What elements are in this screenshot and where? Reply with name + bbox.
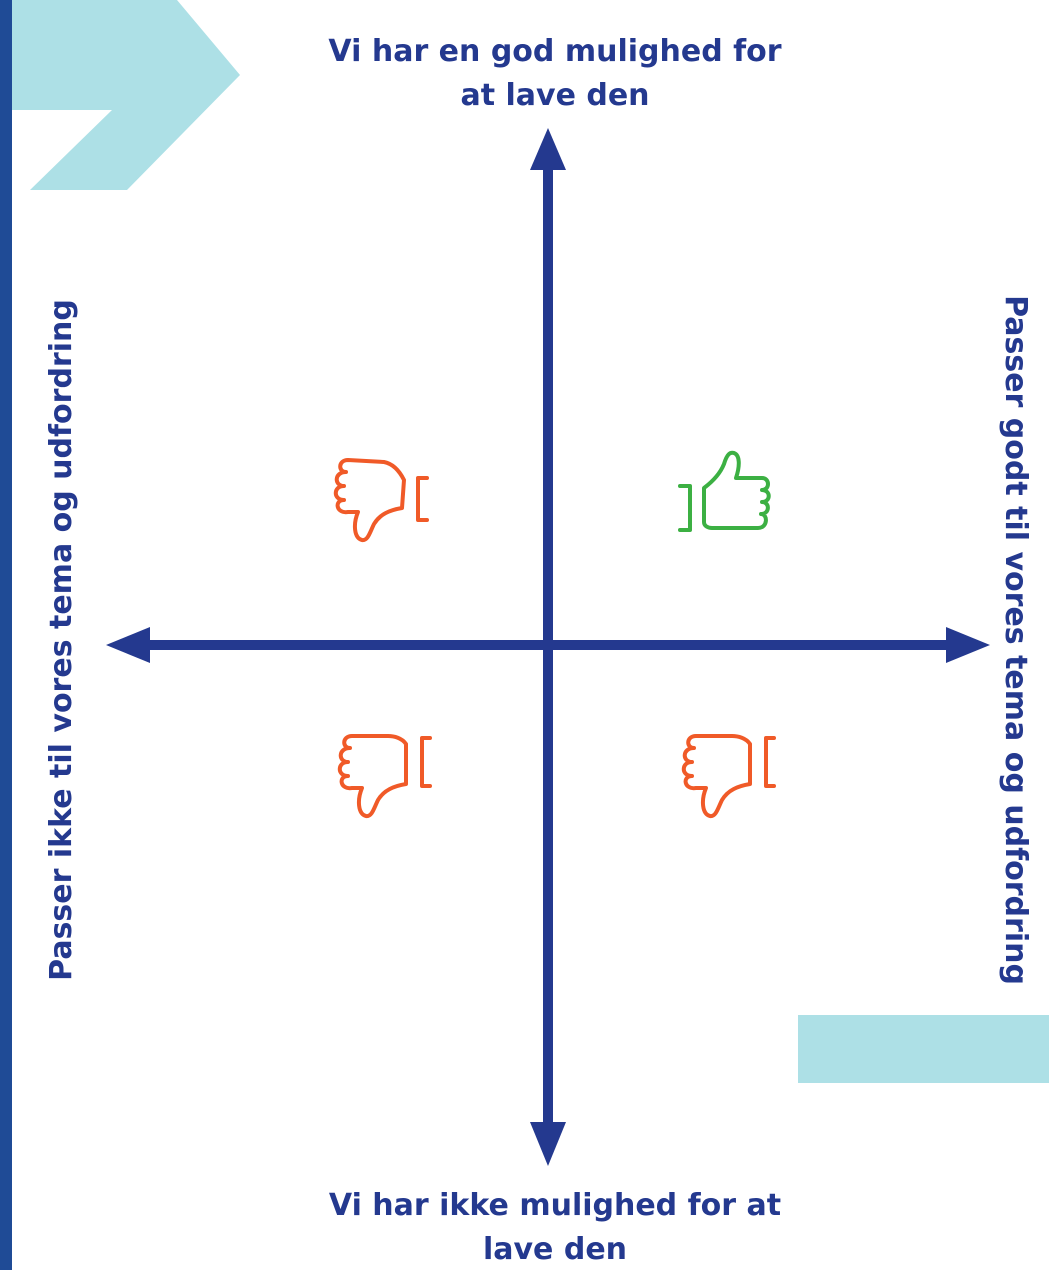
axis-label-right: Passer godt til vores tema og udfordring	[998, 295, 1033, 985]
left-accent-bar	[0, 0, 12, 1270]
thumbs-down-icon	[681, 734, 776, 819]
up-arrowhead	[530, 128, 566, 170]
axis-label-top-line-2: at lave den	[460, 78, 650, 113]
thumbs-up-icon	[678, 450, 771, 532]
decorative-arrow-shape	[12, 0, 240, 190]
axis-label-bottom-line-2: lave den	[482, 1232, 628, 1267]
down-arrowhead	[530, 1122, 566, 1166]
axis-label-top: Vi har en god mulighed for at lave den	[300, 30, 810, 118]
axis-label-bottom-line-1: Vi har ikke mulighed for at	[328, 1188, 782, 1223]
decorative-rectangle	[798, 1015, 1049, 1083]
thumbs-down-icon	[337, 734, 432, 819]
axis-label-bottom: Vi har ikke mulighed for at lave den	[300, 1184, 810, 1272]
axis-label-top-line-1: Vi har en god mulighed for	[328, 34, 782, 69]
horizontal-axis	[106, 627, 990, 663]
axis-label-left: Passer ikke til vores tema og udfordring	[44, 299, 79, 981]
thumbs-down-icon	[333, 458, 429, 543]
left-arrowhead	[106, 627, 150, 663]
right-arrowhead	[946, 627, 990, 663]
